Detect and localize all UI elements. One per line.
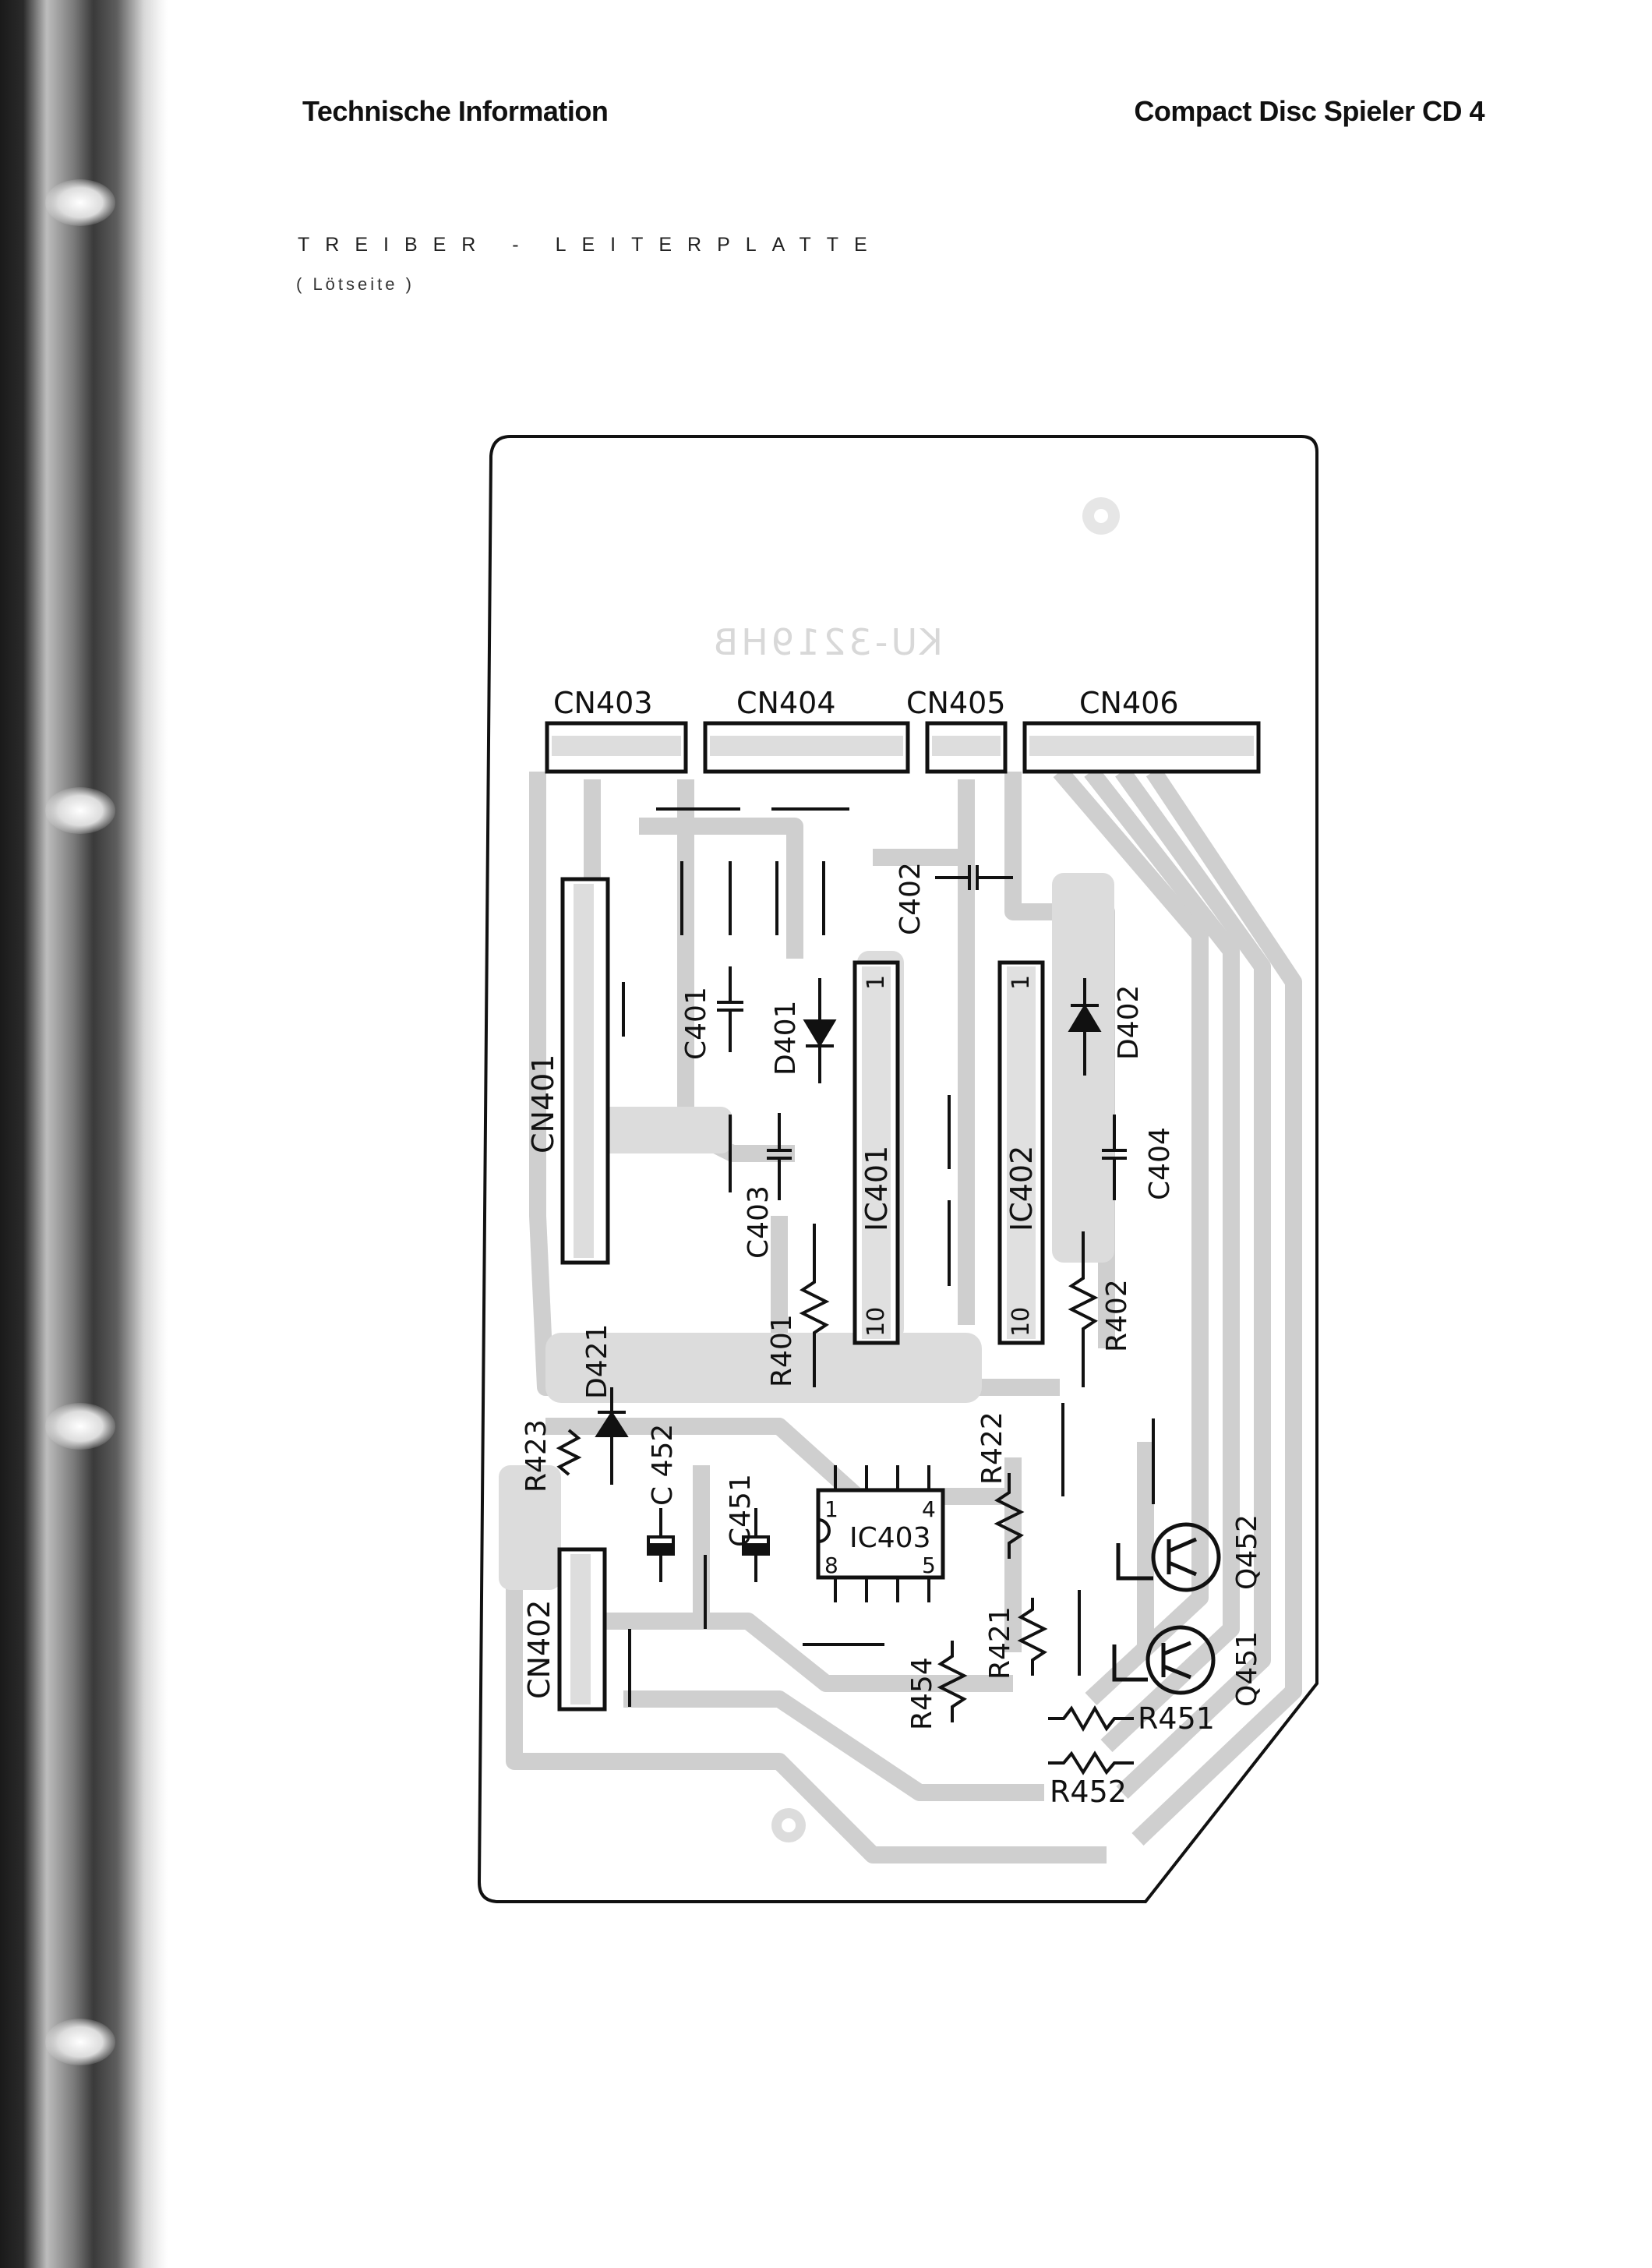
label-d401: D401 — [770, 1001, 802, 1076]
capacitor-c402 — [935, 865, 1013, 890]
label-d421: D421 — [581, 1324, 613, 1399]
board-outline — [477, 435, 1318, 1903]
label-ic403-pin4: 4 — [922, 1496, 936, 1522]
ic401 — [852, 960, 900, 1345]
label-q452: Q452 — [1231, 1514, 1263, 1590]
label-ic402-pin10: 10 — [1008, 1307, 1035, 1337]
label-ic403-pin5: 5 — [922, 1553, 936, 1578]
label-cn405: CN405 — [906, 686, 1006, 720]
connector-cn401 — [560, 877, 610, 1265]
label-d402: D402 — [1113, 985, 1145, 1060]
label-c451: C451 — [725, 1474, 757, 1547]
capacitor-c451 — [742, 1508, 770, 1582]
label-r454: R454 — [906, 1657, 938, 1730]
punch-hole — [45, 787, 115, 834]
connector-cn403 — [545, 721, 688, 774]
label-ic403: IC403 — [849, 1522, 930, 1554]
label-c404: C404 — [1144, 1127, 1176, 1200]
capacitor-c401 — [717, 966, 743, 1052]
resistor-r451 — [1048, 1705, 1134, 1733]
label-r402: R402 — [1101, 1279, 1133, 1352]
diode-d421 — [595, 1387, 629, 1485]
label-c402: C402 — [895, 862, 927, 935]
label-cn404: CN404 — [736, 686, 836, 720]
connector-cn402 — [557, 1547, 607, 1712]
resistor-r454 — [937, 1641, 968, 1722]
mounting-hole — [782, 1818, 796, 1832]
transistor-q452 — [1116, 1522, 1221, 1592]
label-ic402-pin1: 1 — [1008, 975, 1035, 990]
ic402 — [997, 960, 1045, 1345]
jumper-wires — [622, 807, 1155, 1707]
label-cn402: CN402 — [522, 1600, 556, 1700]
label-q451: Q451 — [1231, 1631, 1263, 1707]
resistor-r422 — [994, 1473, 1025, 1559]
label-ic403-pin8: 8 — [824, 1553, 838, 1578]
resistor-r421 — [1017, 1598, 1048, 1676]
binder-edge — [0, 0, 168, 2268]
punch-hole — [45, 1403, 115, 1450]
connector-cn406 — [1022, 721, 1261, 774]
header-left-title: Technische Information — [302, 95, 609, 127]
resistor-r401 — [799, 1224, 830, 1387]
label-r422: R422 — [976, 1411, 1008, 1485]
connector-cn405 — [925, 721, 1008, 774]
label-cn401: CN401 — [526, 1055, 560, 1154]
punch-hole — [45, 2019, 115, 2065]
diode-d401 — [803, 978, 837, 1083]
label-r451: R451 — [1138, 1701, 1215, 1736]
punch-hole — [45, 179, 115, 226]
label-ic401: IC401 — [860, 1146, 894, 1231]
connector-cn404 — [703, 721, 910, 774]
resistor-r402 — [1068, 1231, 1099, 1387]
label-c452: C 452 — [647, 1424, 679, 1506]
ic403 — [816, 1465, 945, 1602]
label-c403: C403 — [743, 1185, 775, 1259]
section-title: TREIBER - LEITERPLATTE — [298, 234, 883, 256]
transistor-q451 — [1112, 1625, 1216, 1695]
label-c401: C401 — [680, 987, 712, 1060]
label-r452: R452 — [1050, 1775, 1127, 1809]
resistor-r452 — [1048, 1750, 1134, 1775]
label-ic401-pin10: 10 — [863, 1307, 890, 1337]
capacitor-c403 — [767, 1113, 792, 1200]
label-r421: R421 — [984, 1606, 1016, 1680]
label-ic402: IC402 — [1004, 1146, 1039, 1231]
label-r423: R423 — [521, 1419, 552, 1493]
capacitor-c404 — [1102, 1115, 1127, 1200]
header-right-title: Compact Disc Spieler CD 4 — [1134, 95, 1484, 127]
diode-d402 — [1068, 978, 1102, 1076]
label-cn403: CN403 — [553, 686, 653, 720]
section-subtitle: ( Lötseite ) — [296, 274, 415, 294]
label-r401: R401 — [766, 1314, 798, 1387]
board-code-mirrored: KU-3219HB — [711, 621, 943, 663]
label-cn406: CN406 — [1079, 686, 1179, 720]
label-ic403-pin1: 1 — [824, 1496, 838, 1522]
label-ic401-pin1: 1 — [863, 975, 890, 990]
resistor-r423 — [556, 1429, 582, 1476]
capacitor-c452 — [647, 1508, 675, 1582]
